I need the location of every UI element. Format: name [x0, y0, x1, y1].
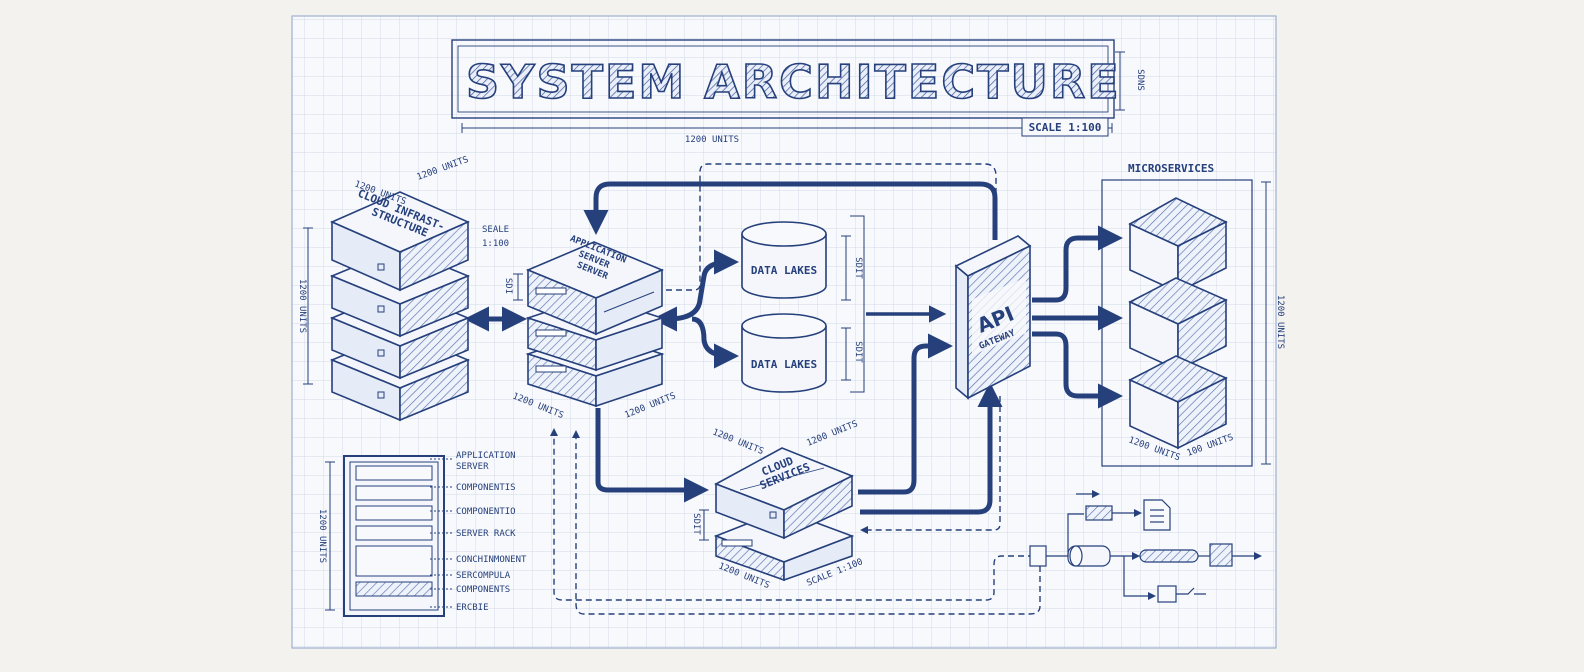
- dashed-link-gateway-cloud: [860, 396, 1001, 534]
- document-icon: [1143, 499, 1171, 531]
- infra-box-1: [330, 191, 470, 292]
- rack-legend-label: COMPONENTS: [456, 585, 510, 595]
- rack-slot: [355, 505, 433, 521]
- cloud-services-box-1: [714, 447, 854, 540]
- rack-legend-label: CONCHINMONENT: [456, 555, 527, 565]
- pipeline-output-node: [1209, 543, 1233, 567]
- microservices-label: MICROSERVICES: [1128, 162, 1214, 175]
- app-server-box-1: [525, 241, 665, 336]
- rack-slot: [355, 545, 433, 577]
- rack-slot: [355, 525, 433, 541]
- infra-dim-side: 1200 UNITS: [297, 279, 307, 333]
- arrow-app-server-data-lake-1: [652, 249, 739, 332]
- data-lake-2-label: DATA LAKES: [751, 358, 817, 371]
- rack-slot: [355, 581, 433, 597]
- application-server-stack: APPLICATION SERVER SERVER 1200 UNITS 120…: [503, 234, 677, 421]
- rack-slot: [355, 465, 433, 481]
- app-server-dim-side: SDI: [503, 278, 513, 294]
- infra-scale-line2: 1:100: [482, 239, 509, 249]
- rack-legend-label: SERCOMPULA: [456, 571, 511, 581]
- microservice-cube-3: [1128, 355, 1228, 450]
- rack-slot: [355, 485, 433, 501]
- diagram-title: SYSTEM ARCHITECTURE: [466, 55, 1121, 109]
- data-lake-1: DATA LAKES SDIT: [741, 221, 863, 301]
- arrow-gateway-cloud-services: [860, 381, 1003, 515]
- arrow-gateway-micro-3: [1032, 331, 1123, 409]
- title-width-dimension: 1200 UNITS: [685, 135, 739, 145]
- title-height-dimension: SDNS: [1135, 69, 1145, 91]
- cloud-services-dim-side: SDIT: [691, 513, 701, 535]
- scale-label: SCALE 1:100: [1029, 121, 1102, 134]
- arrow-cloud-services-gateway: [858, 333, 953, 495]
- rack-slots: [355, 465, 433, 597]
- data-lake-2-dim: SDIT: [853, 341, 863, 363]
- dashed-loop-outer: [572, 430, 1041, 615]
- pipeline-processor: [1085, 505, 1113, 521]
- microservice-cube-2: [1128, 277, 1228, 372]
- connectors: [463, 163, 1123, 615]
- infra-scale-line1: SEALE: [482, 225, 509, 235]
- rack-legend-label: SERVER RACK: [456, 529, 516, 539]
- data-lake-1-dim: SDIT: [853, 257, 863, 279]
- rack-dim-side: 1200 UNITS: [317, 509, 327, 563]
- data-lake-1-label: DATA LAKES: [751, 264, 817, 277]
- rack-legend-label: COMPONENTIS: [456, 483, 516, 493]
- data-lakes-bracket: [850, 215, 865, 393]
- data-pipeline: [1029, 490, 1262, 603]
- rack-legend-label: ERCBIE: [456, 603, 489, 613]
- arrow-app-server-data-lake-2: [691, 316, 739, 369]
- cloud-infrastructure-stack: CLOUD INFRAST- STRUCTURE 1200 UNITS 1200…: [297, 155, 509, 422]
- pipeline-switch-icon: [1157, 585, 1177, 603]
- title-block: SYSTEM ARCHITECTURE SDNS 1200 UNITS SCAL…: [451, 39, 1145, 145]
- data-lakes: DATA LAKES SDIT DATA LAKES SDIT: [741, 215, 865, 393]
- data-lake-2: DATA LAKES SDIT: [741, 313, 863, 393]
- rack-legend-label: COMPONENTIO: [456, 507, 516, 517]
- arrow-gateway-to-app-server: [583, 181, 998, 240]
- pipeline-pipe: [1139, 549, 1199, 563]
- arrow-app-server-cloud-services: [595, 408, 709, 503]
- arrow-gateway-micro-1: [1032, 225, 1123, 303]
- microservice-cube-1: [1128, 197, 1228, 294]
- pipeline-input-node: [1029, 545, 1047, 567]
- microservices-dim-side: 1200 UNITS: [1275, 295, 1285, 349]
- api-gateway: API GATEWAY: [954, 235, 1032, 400]
